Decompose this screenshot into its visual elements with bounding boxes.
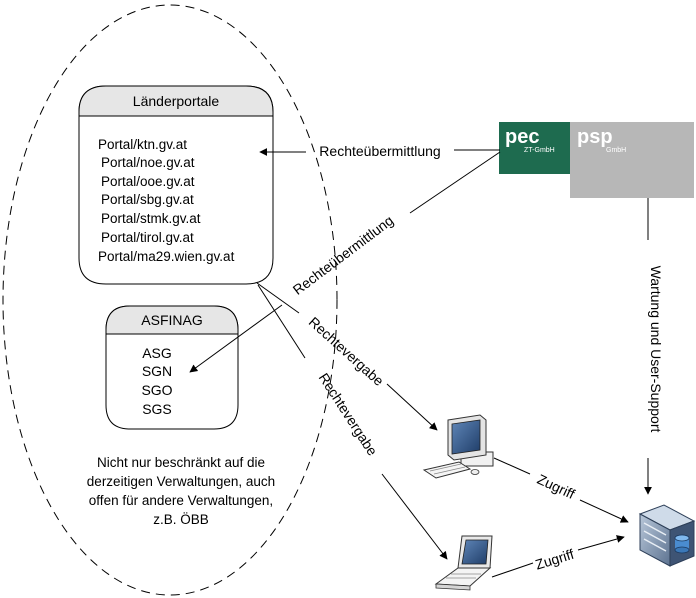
asfinag-title: ASFINAG (141, 312, 202, 328)
label-rechteuebermittlung-2: Rechteübermittlung (290, 212, 397, 298)
psp-logo-subtext: GmbH (606, 147, 626, 154)
laptop-icon (434, 535, 493, 591)
label-zugriff-2: Zugriff (533, 546, 575, 573)
pec-logo-text: pec (505, 126, 539, 148)
laenderportale-title: Länderportale (133, 93, 220, 109)
note-line: offen für andere Verwaltungen, (89, 493, 273, 508)
laenderportale-box: Länderportale Portal/ktn.gv.at Portal/no… (78, 85, 274, 285)
note-line: derzeitigen Verwaltungen, auch (87, 474, 275, 489)
psp-logo-text: psp (577, 126, 613, 148)
portal-item-tirol: Portal/tirol.gv.at (101, 230, 194, 245)
note-text: Nicht nur beschränkt auf die derzeitigen… (87, 455, 275, 527)
arrow-rechteuebermittlung-portale: Rechteübermittlung (259, 143, 500, 159)
arrow-rechtevergabe-laptop: Rechtevergabe (257, 284, 448, 560)
desktop-computer-icon (422, 414, 494, 479)
pec-logo-subtext: ZT-GmbH (524, 147, 555, 154)
asfinag-item-sgs: SGS (142, 401, 172, 417)
asfinag-item-asg: ASG (142, 345, 172, 361)
note-line: Nicht nur beschränkt auf die (97, 455, 265, 470)
asfinag-item-sgo: SGO (141, 382, 172, 398)
portal-item-ooe: Portal/ooe.gv.at (101, 174, 195, 189)
arrow-zugriff-desktop: Zugriff (493, 457, 629, 523)
portal-item-wien: Portal/ma29.wien.gv.at (98, 249, 235, 264)
asfinag-box: ASFINAG ASG SGN SGO SGS (105, 305, 239, 430)
pec-logo: pec ZT-GmbH (499, 122, 570, 174)
server-icon (638, 504, 696, 567)
label-rechteuebermittlung-1: Rechteübermittlung (319, 143, 440, 159)
asfinag-item-sgn: SGN (142, 363, 172, 379)
portal-item-noe: Portal/noe.gv.at (101, 155, 195, 170)
label-zugriff-1: Zugriff (535, 471, 578, 502)
arrow-zugriff-laptop: Zugriff (491, 535, 625, 578)
portal-item-sbg: Portal/sbg.gv.at (101, 192, 194, 207)
psp-logo: psp GmbH (570, 122, 694, 198)
portal-item-ktn: Portal/ktn.gv.at (98, 137, 187, 152)
note-line: z.B. ÖBB (153, 512, 209, 527)
label-wartung: Wartung und User-Support (648, 266, 664, 433)
scope-ellipse (2, 4, 338, 596)
portal-item-stmk: Portal/stmk.gv.at (101, 211, 201, 226)
arrow-wartung: Wartung und User-Support (644, 198, 664, 495)
